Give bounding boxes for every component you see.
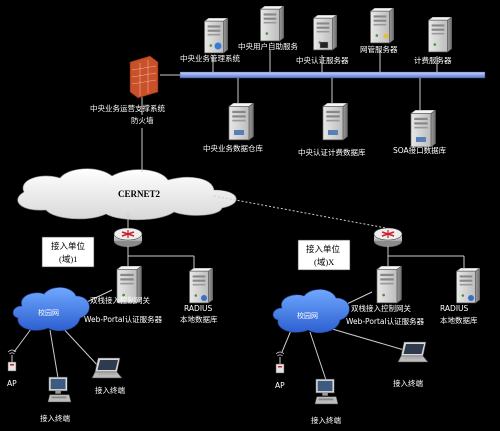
site1-campus-cloud <box>12 287 90 331</box>
router-siteX <box>373 227 403 248</box>
database-icon <box>416 137 426 142</box>
site1-gateway-label1: 双栈接入控制网关 <box>90 295 150 305</box>
siteX-ap-label: AP <box>275 381 285 390</box>
label-cernet2: CERNET2 <box>118 189 161 199</box>
siteX-campus-cloud <box>272 289 350 333</box>
database-icon <box>328 130 338 135</box>
site1-ap-icon <box>7 349 17 372</box>
network-management-server <box>369 8 394 44</box>
site1-laptop-label: 接入终端 <box>95 385 125 395</box>
database-icon <box>234 130 244 135</box>
siteX-label-box <box>297 239 351 271</box>
siteX-box-line1: 接入单位 <box>306 244 341 254</box>
site1-box-line1: 接入单位 <box>51 241 86 251</box>
siteX-gateway-label2: Web-Portal认证服务器 <box>346 316 425 326</box>
siteX-desktop-icon <box>314 378 338 405</box>
site1-radius-label1: RADIUS <box>184 304 213 313</box>
globe-icon <box>214 42 222 50</box>
firewall-icon <box>129 55 159 99</box>
backbone-bus <box>179 71 486 79</box>
label-soa-db: SOA接口数据库 <box>393 145 447 155</box>
siteX-box-line2: (域)X <box>314 257 334 267</box>
user-self-service-server <box>259 6 284 42</box>
siteX-radius-label2: 本地数据库 <box>440 315 478 325</box>
user-icon <box>201 295 207 301</box>
siteX-desktop-label: 接入终端 <box>311 415 341 425</box>
siteX-radius-label1: RADIUS <box>440 304 469 313</box>
siteX-gateway-label1: 双栈接入控制网关 <box>351 303 411 313</box>
siteX-laptop-icon <box>397 341 429 363</box>
siteX-campus-label: 校园网 <box>297 311 318 320</box>
site1-label-box <box>41 236 95 268</box>
billing-server <box>427 17 452 53</box>
cernet2-cloud <box>17 168 237 221</box>
site1-ap-label: AP <box>7 379 17 388</box>
site1-radius-label2: 本地数据库 <box>180 314 218 324</box>
user-icon <box>468 295 474 301</box>
label-billing: 计费服务器 <box>414 55 452 65</box>
site1-box-line2: (域)1 <box>59 254 77 264</box>
label-user-self-service: 中央用户自助服务 <box>238 41 298 51</box>
site1-gateway-label2: Web-Portal认证服务器 <box>84 314 163 324</box>
router-site1 <box>113 227 143 248</box>
label-central-auth: 中央认证服务器 <box>296 55 349 65</box>
siteX-gateway-server <box>376 266 402 304</box>
label-network-management: 网管服务器 <box>360 44 398 54</box>
cernet-to-routerX-link <box>213 195 387 229</box>
siteX-laptop-label: 接入终端 <box>393 378 423 388</box>
site1-campus-label: 校园网 <box>38 308 59 317</box>
monitor-icon <box>319 41 329 49</box>
label-firewall-system: 中央业务运营支撑系统 <box>90 103 165 113</box>
site1-desktop-label: 接入终端 <box>40 413 70 423</box>
label-business-management: 中央业务管理系统 <box>180 53 240 63</box>
label-data-warehouse: 中央业务数据仓库 <box>203 143 263 153</box>
top-server-links <box>141 50 438 115</box>
label-firewall: 防火墙 <box>131 115 154 125</box>
gear-icon <box>383 33 389 39</box>
siteX-ap-icon <box>275 351 285 374</box>
label-auth-billing-db: 中央认证计费数据库 <box>298 147 366 157</box>
site1-laptop-icon <box>91 357 123 379</box>
site1-desktop-icon <box>47 376 71 403</box>
